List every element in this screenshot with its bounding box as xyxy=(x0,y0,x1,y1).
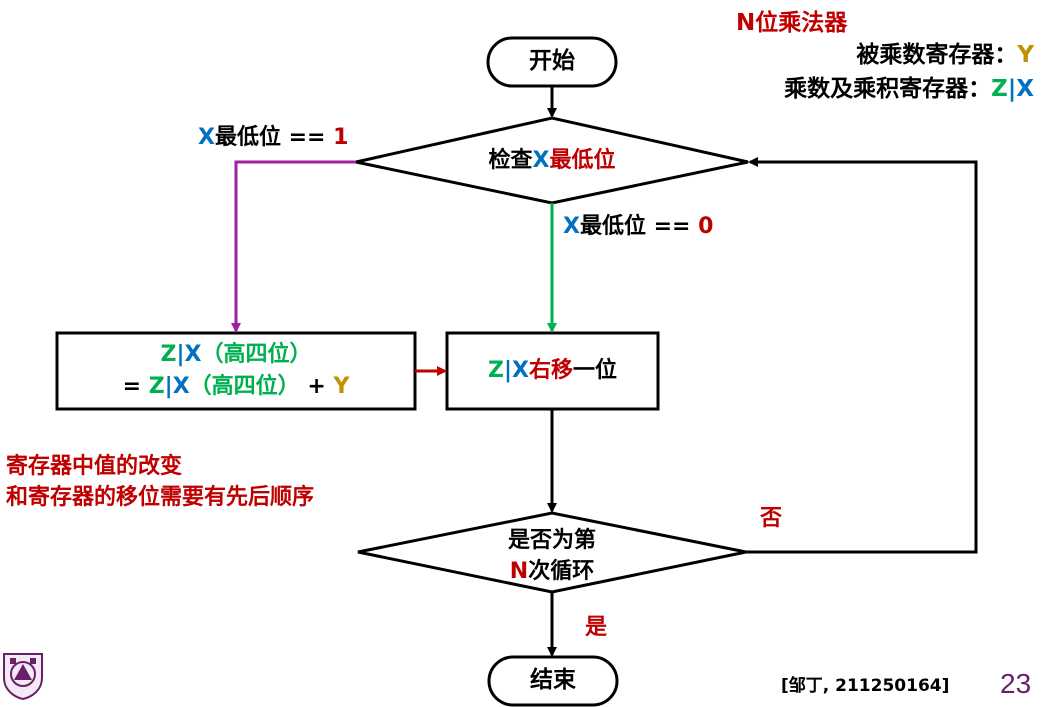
university-crest-logo xyxy=(0,650,46,704)
legend-line-2: 乘数及乘积寄存器：Z|X xyxy=(784,76,1034,102)
end-label: 结束 xyxy=(530,667,576,693)
crest-icon xyxy=(3,653,43,701)
note-line-2: 和寄存器的移位需要有先后顺序 xyxy=(6,485,315,510)
edge-label-x-equals-1: X最低位 == 1 xyxy=(198,125,349,150)
edge-loop-to-check xyxy=(746,157,978,554)
legend-title: N位乘法器 xyxy=(736,10,848,36)
legend-line-1: 被乘数寄存器：Y xyxy=(856,42,1034,68)
add-label-line-1: Z|X（高四位） xyxy=(160,342,312,367)
footer-author: [邹丁, 211250164] xyxy=(781,676,950,696)
edge-label-x-equals-0: X最低位 == 0 xyxy=(563,214,714,239)
loop-label-line-2: N次循环 xyxy=(509,559,595,584)
edge-label-no: 否 xyxy=(760,506,783,531)
start-label: 开始 xyxy=(529,48,575,74)
note-line-1: 寄存器中值的改变 xyxy=(6,454,183,479)
edge-check-to-add xyxy=(231,160,356,333)
add-process-node xyxy=(55,331,417,411)
page-number: 23 xyxy=(1000,668,1032,699)
check-label: 检查X最低位 xyxy=(488,148,616,173)
end-node xyxy=(487,655,619,707)
edge-label-yes: 是 xyxy=(585,615,608,640)
loop-label-line-1: 是否为第 xyxy=(507,528,596,553)
add-label-line-2: = Z|X（高四位） + Y xyxy=(122,374,350,399)
shift-label: Z|X右移一位 xyxy=(488,358,617,383)
